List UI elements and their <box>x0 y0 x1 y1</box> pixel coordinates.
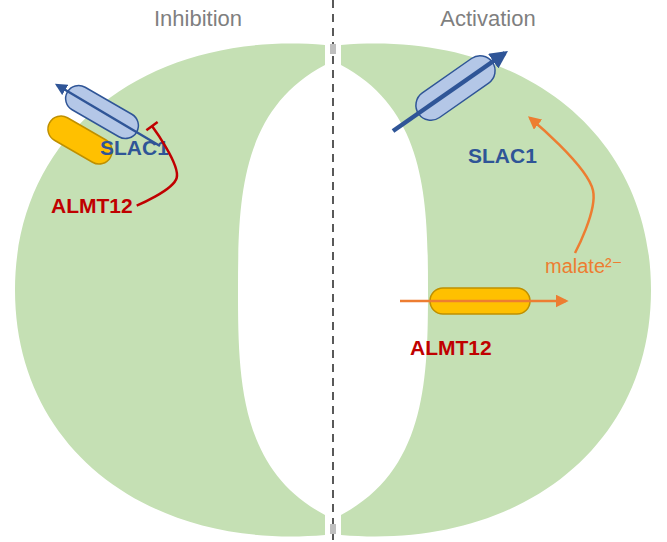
panel-heading: Inhibition <box>98 7 298 31</box>
slac1-channel: SLAC1 <box>60 80 144 144</box>
panel-heading: Activation <box>388 7 588 31</box>
guard-cell: SLAC1ALMT12Activation <box>333 45 651 535</box>
channel-label: ALMT12 <box>410 336 492 359</box>
cell-joint <box>330 44 336 54</box>
channel-outline <box>430 288 530 314</box>
guard-cell-shape <box>341 44 651 537</box>
cell-joint <box>330 524 336 534</box>
channel-outline <box>60 80 144 144</box>
channel-label: ALMT12 <box>51 194 133 217</box>
channel-label: SLAC1 <box>468 144 537 167</box>
guard-cell-shape <box>15 44 325 537</box>
channel-capsule <box>430 288 530 314</box>
slac1-channel: SLAC1 <box>410 50 501 126</box>
divider-line <box>332 0 334 542</box>
almt12-channel: ALMT12 <box>430 288 530 314</box>
channel-label: SLAC1 <box>100 136 169 159</box>
guard-cell: SLAC1ALMT12Inhibition <box>15 45 333 535</box>
edge-label: malate²⁻ <box>545 255 622 277</box>
channel-outline <box>410 50 501 126</box>
